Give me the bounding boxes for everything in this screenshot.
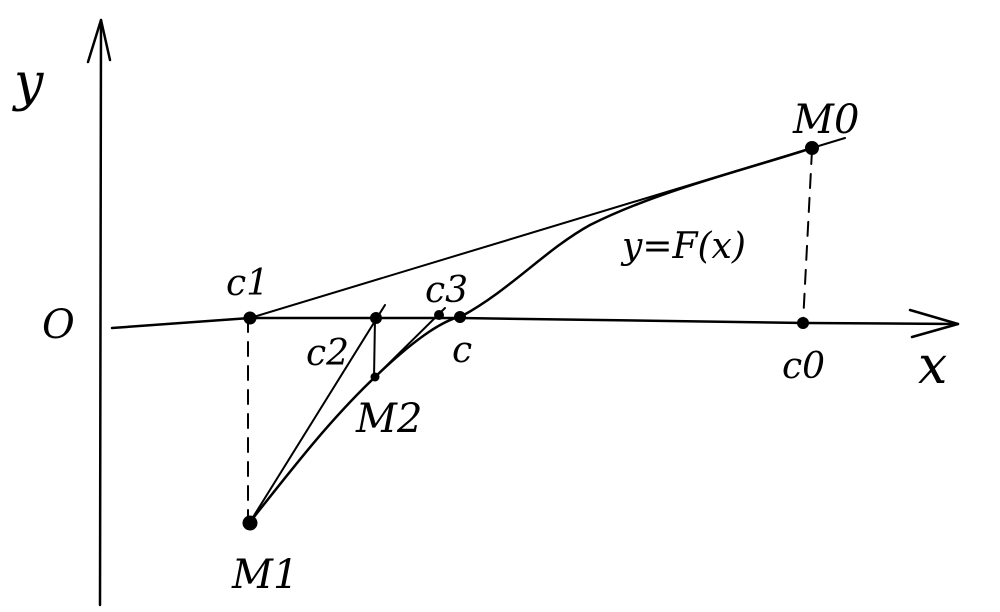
point-c: [454, 311, 466, 323]
y-axis-arrow: [86, 18, 112, 64]
x-axis-label: x: [918, 336, 947, 396]
x-axis: [110, 316, 960, 330]
point-c3: [434, 310, 444, 320]
chord-m1-c2: [249, 304, 386, 523]
line-c2-m2: [373, 317, 376, 379]
c-label: c: [452, 330, 472, 371]
x-axis-arrow: [908, 308, 960, 339]
origin-label: O: [42, 302, 75, 348]
point-c2: [370, 312, 382, 324]
c1-label: c1: [226, 263, 269, 304]
y-axis: [98, 18, 103, 607]
point-m0: [805, 141, 819, 155]
c2-label: c2: [306, 333, 349, 374]
c3-label: c3: [425, 270, 468, 311]
point-c0: [797, 317, 809, 329]
m1-label: M1: [231, 552, 298, 598]
point-m1: [242, 515, 258, 531]
curve-label: y=F(x): [620, 226, 746, 267]
m0-label: M0: [792, 97, 859, 143]
m2-label: M2: [355, 396, 422, 442]
point-m2: [370, 372, 380, 382]
y-axis-label: y: [12, 53, 44, 113]
dashed-line-m0-c0: [802, 149, 813, 324]
curve-f-x: [248, 146, 814, 524]
point-c1: [243, 311, 257, 325]
c0-label: c0: [782, 346, 825, 387]
